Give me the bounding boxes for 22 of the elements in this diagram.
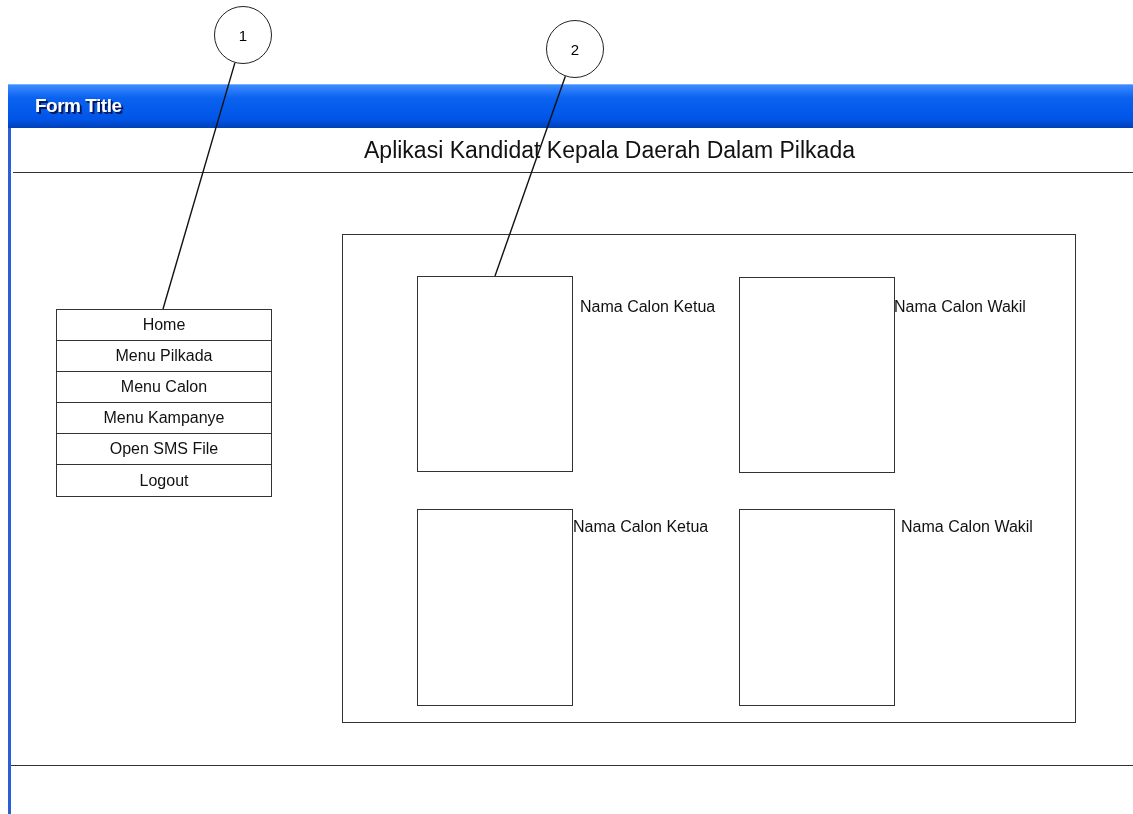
- menu-label: Open SMS File: [109, 440, 219, 458]
- title-bar: Form Title: [8, 84, 1133, 128]
- photo-placeholder: [417, 276, 573, 472]
- candidate-name-label: Nama Calon Wakil: [894, 298, 1026, 316]
- callout-number: 2: [570, 40, 580, 58]
- menu-label: Logout: [139, 471, 189, 490]
- photo-placeholder: [739, 509, 895, 706]
- callout-number: 1: [238, 26, 248, 44]
- candidate-name-label: Nama Calon Wakil: [901, 518, 1033, 536]
- content-panel: [342, 234, 1076, 723]
- photo-placeholder: [417, 509, 573, 706]
- leader-line: [494, 75, 567, 277]
- photo-placeholder: [739, 277, 895, 473]
- candidate-name-label: Nama Calon Ketua: [573, 518, 709, 536]
- candidate-name-label: Nama Calon Ketua: [580, 298, 716, 316]
- menu-label: Home: [142, 316, 186, 334]
- menu-label: Menu Calon: [120, 378, 208, 396]
- form-window: [8, 84, 1133, 814]
- menu-label: Menu Pilkada: [115, 347, 213, 365]
- menu-list: [56, 309, 272, 497]
- leader-line: [162, 62, 236, 310]
- menu-label: Menu Kampanye: [103, 409, 225, 427]
